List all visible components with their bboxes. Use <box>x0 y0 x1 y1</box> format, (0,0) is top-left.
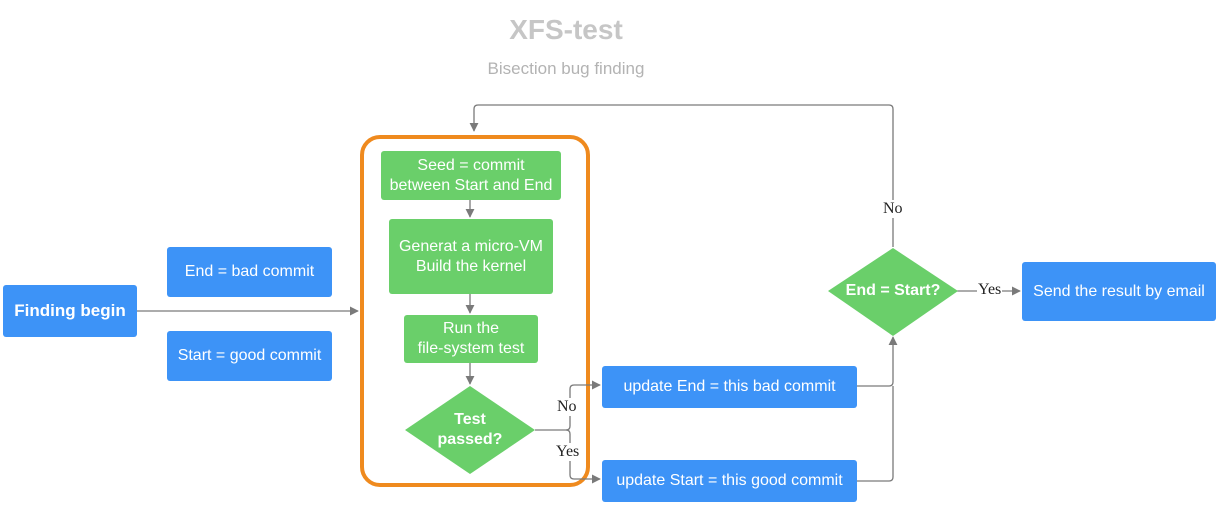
update-start-node[interactable]: update Start = this good commit <box>602 460 857 502</box>
end-equals-start-label: End = Start? <box>845 282 941 299</box>
diagram-subtitle: Bisection bug finding <box>487 59 645 78</box>
run-fs-test-node[interactable]: Run the file-system test <box>404 315 538 363</box>
bisection-loop-frame <box>360 135 590 487</box>
send-result-email-node[interactable]: Send the result by email <box>1022 262 1216 321</box>
micro-vm-build-node[interactable]: Generat a micro-VM Build the kernel <box>389 219 553 294</box>
end-bad-commit-node[interactable]: End = bad commit <box>167 247 332 297</box>
arrow-test-yes <box>565 429 601 484</box>
end-equals-start-diamond[interactable] <box>828 248 958 336</box>
done-yes-label: Yes <box>977 281 1003 299</box>
test-no-label: No <box>556 398 578 416</box>
test-yes-label: Yes <box>555 443 581 461</box>
arrow-update-end-to-decision <box>857 336 898 387</box>
seed-commit-node[interactable]: Seed = commit between Start and End <box>381 151 561 200</box>
arrow-loop-back <box>469 104 894 247</box>
test-passed-label: Test passed? <box>437 411 503 448</box>
loop-no-label: No <box>882 200 904 218</box>
update-end-node[interactable]: update End = this bad commit <box>602 366 857 408</box>
diagram-title: XFS-test <box>509 14 623 45</box>
test-passed-diamond[interactable] <box>405 386 535 474</box>
arrow-update-start-to-decision <box>857 386 894 482</box>
start-good-commit-node[interactable]: Start = good commit <box>167 331 332 381</box>
finding-begin-node[interactable]: Finding begin <box>3 285 137 337</box>
